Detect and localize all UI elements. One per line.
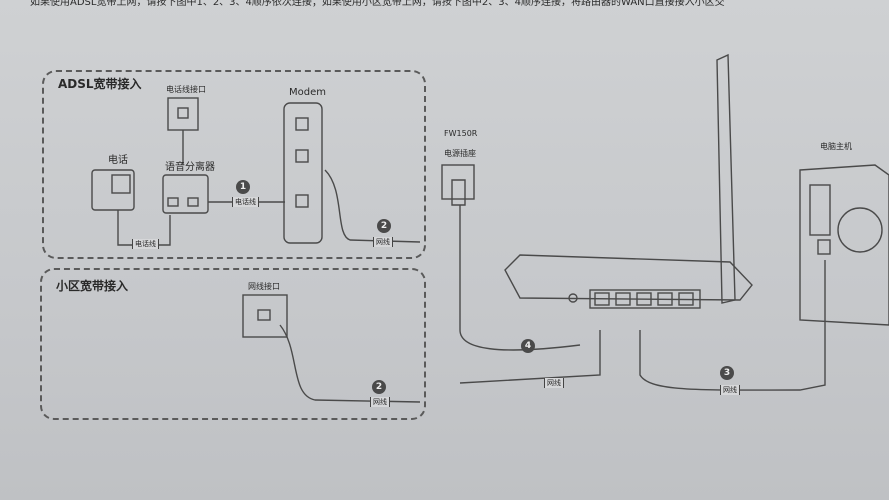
instruction-text: 如果使用ADSL宽带上网，请按下图中1、2、3、4顺序依次连接；如果使用小区宽带… [30,0,725,8]
pc-nic-port [817,239,831,255]
net-cable-label-pc: 网线 [720,385,740,395]
wan-cable [459,330,601,384]
net-cable-label-adsl: 网线 [373,237,393,247]
step-3-badge: 3 [720,366,734,380]
router-antenna [716,53,736,304]
phone-cable-label-2: 电话线 [232,197,259,207]
phone-jack-plate [167,97,199,131]
power-socket [441,164,475,200]
router-wan-port [594,292,610,306]
phone-cable-label-1: 电话线 [132,239,159,249]
adsl-panel [42,70,426,259]
net-jack-port [257,309,271,321]
net-jack-plate [242,294,288,338]
step-4-badge: 4 [521,339,535,353]
lan-to-pc-cable [639,260,826,391]
step-2-badge-adsl: 2 [377,219,391,233]
modem-lan-port [295,194,309,208]
splitter-port-1 [167,197,179,207]
power-cable [459,205,581,351]
splitter-port-2 [187,197,199,207]
router-model-label: FW150R [444,129,478,138]
router-lan-port-4 [678,292,694,306]
router-lan-port-1 [615,292,631,306]
lan-panel-title: 小区宽带接入 [56,279,129,293]
adsl-panel-title: ADSL宽带接入 [58,77,142,91]
pc-fan [837,207,883,253]
modem-net-cable [324,169,421,243]
router-power-jack [568,293,578,303]
telephone-body [91,169,135,211]
splitter-label: 语音分离器 [165,162,215,173]
modem-body [283,102,323,244]
modem-power-button [295,117,309,131]
power-adapter [451,179,466,206]
pc-tower [799,164,889,326]
net-jack-label: 网线接口 [248,282,280,291]
phone-jack-label: 电话线接口 [166,85,206,94]
modem-label: Modem [289,87,326,98]
step-1-badge: 1 [236,180,250,194]
computer-label: 电脑主机 [820,142,852,151]
modem-line-port [295,149,309,163]
net-jack-cable [279,324,421,403]
router-lan-port-3 [657,292,673,306]
step-2-badge-lan: 2 [372,380,386,394]
phone-jack-port [177,107,189,119]
phone-label: 电话 [108,155,128,166]
telephone-keypad [111,174,131,194]
router-body [504,254,753,301]
router-port-panel [589,289,701,309]
net-cable-label-lan: 网线 [370,397,390,407]
pc-drive-bay [809,184,831,236]
splitter-box [162,174,209,214]
power-socket-label: 电源插座 [444,149,476,158]
lan-panel [40,268,426,420]
net-cable-label-wan: 网线 [544,378,564,388]
router-lan-port-2 [636,292,652,306]
